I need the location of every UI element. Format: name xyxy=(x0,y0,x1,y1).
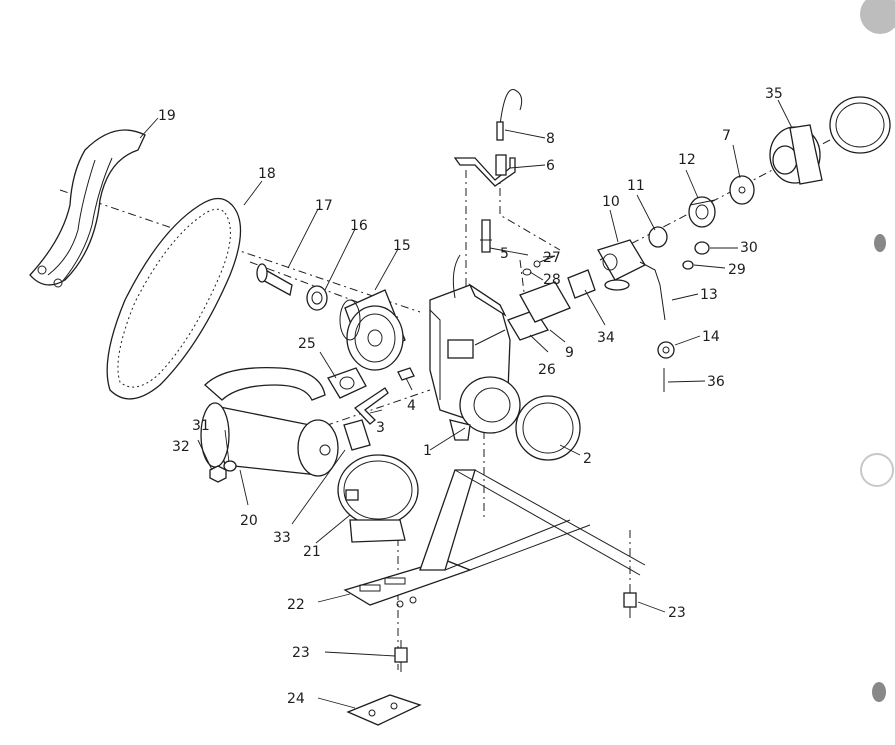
vibration-mount-front xyxy=(394,640,408,672)
label-24: 24 xyxy=(287,691,305,707)
label-14: 14 xyxy=(702,329,720,345)
label-4: 4 xyxy=(407,398,416,414)
plain-washer xyxy=(522,268,532,276)
carburetor-spacer xyxy=(567,269,596,299)
label-36: 36 xyxy=(707,374,725,390)
label-12: 12 xyxy=(678,152,696,168)
air-filter-element xyxy=(829,96,891,154)
label-19: 19 xyxy=(158,108,176,124)
label-11: 11 xyxy=(627,178,645,194)
label-18: 18 xyxy=(258,166,276,182)
carburetor xyxy=(597,239,646,291)
label-7: 7 xyxy=(722,128,731,144)
belt-guard xyxy=(29,129,146,288)
grommet xyxy=(657,341,675,359)
part-labels: 19 18 17 16 15 25 3 4 31 32 20 33 21 1 2… xyxy=(158,86,783,707)
label-22: 22 xyxy=(287,597,305,613)
key xyxy=(397,367,415,381)
engine xyxy=(429,254,521,441)
label-15: 15 xyxy=(393,238,411,254)
air-cleaner-gasket xyxy=(648,226,668,248)
label-30: 30 xyxy=(740,240,758,256)
cable-bracket xyxy=(453,154,516,187)
label-6: 6 xyxy=(546,158,555,174)
label-32: 32 xyxy=(172,439,190,455)
label-16: 16 xyxy=(350,218,368,234)
label-31: 31 xyxy=(192,418,210,434)
muffler xyxy=(200,366,339,477)
label-26: 26 xyxy=(538,362,556,378)
label-20: 20 xyxy=(240,513,258,529)
mount-plate xyxy=(346,694,422,726)
label-3: 3 xyxy=(376,420,385,436)
label-13: 13 xyxy=(700,287,718,303)
label-28: 28 xyxy=(543,272,561,288)
shaft xyxy=(256,263,293,296)
label-34: 34 xyxy=(597,330,615,346)
screw xyxy=(533,255,556,268)
label-8: 8 xyxy=(546,131,555,147)
label-21: 21 xyxy=(303,544,321,560)
label-1: 1 xyxy=(423,443,432,459)
hex-nut xyxy=(209,465,227,483)
label-35: 35 xyxy=(765,86,783,102)
scan-artifacts xyxy=(860,0,895,702)
wing-nut xyxy=(694,241,710,255)
label-23-front: 23 xyxy=(292,645,310,661)
air-cleaner-housing xyxy=(769,124,823,185)
washer xyxy=(306,285,328,311)
seal-washer xyxy=(682,260,694,270)
label-2: 2 xyxy=(583,451,592,467)
label-23-rear: 23 xyxy=(668,605,686,621)
exhaust-gasket xyxy=(327,367,367,399)
throttle-linkage xyxy=(639,261,666,321)
pulley xyxy=(339,289,406,371)
leader-lines xyxy=(139,99,793,709)
throttle-cable xyxy=(496,88,523,141)
back-plate xyxy=(729,175,755,205)
label-10: 10 xyxy=(602,194,620,210)
v-belt xyxy=(106,197,242,400)
label-5: 5 xyxy=(500,246,509,262)
spark-plug xyxy=(480,219,492,253)
label-29: 29 xyxy=(728,262,746,278)
base-frame xyxy=(343,469,646,608)
label-17: 17 xyxy=(315,198,333,214)
vibration-mount-rear xyxy=(623,585,637,618)
label-9: 9 xyxy=(565,345,574,361)
label-27: 27 xyxy=(543,250,561,266)
heat-shield xyxy=(343,419,371,451)
air-cleaner-adapter xyxy=(688,196,716,228)
muffler-clamp xyxy=(337,454,419,543)
lock-washer xyxy=(223,460,237,472)
label-33: 33 xyxy=(273,530,291,546)
recoil-cover xyxy=(515,395,581,461)
intake-manifold xyxy=(519,281,571,323)
label-25: 25 xyxy=(298,336,316,352)
bracket xyxy=(354,387,389,425)
